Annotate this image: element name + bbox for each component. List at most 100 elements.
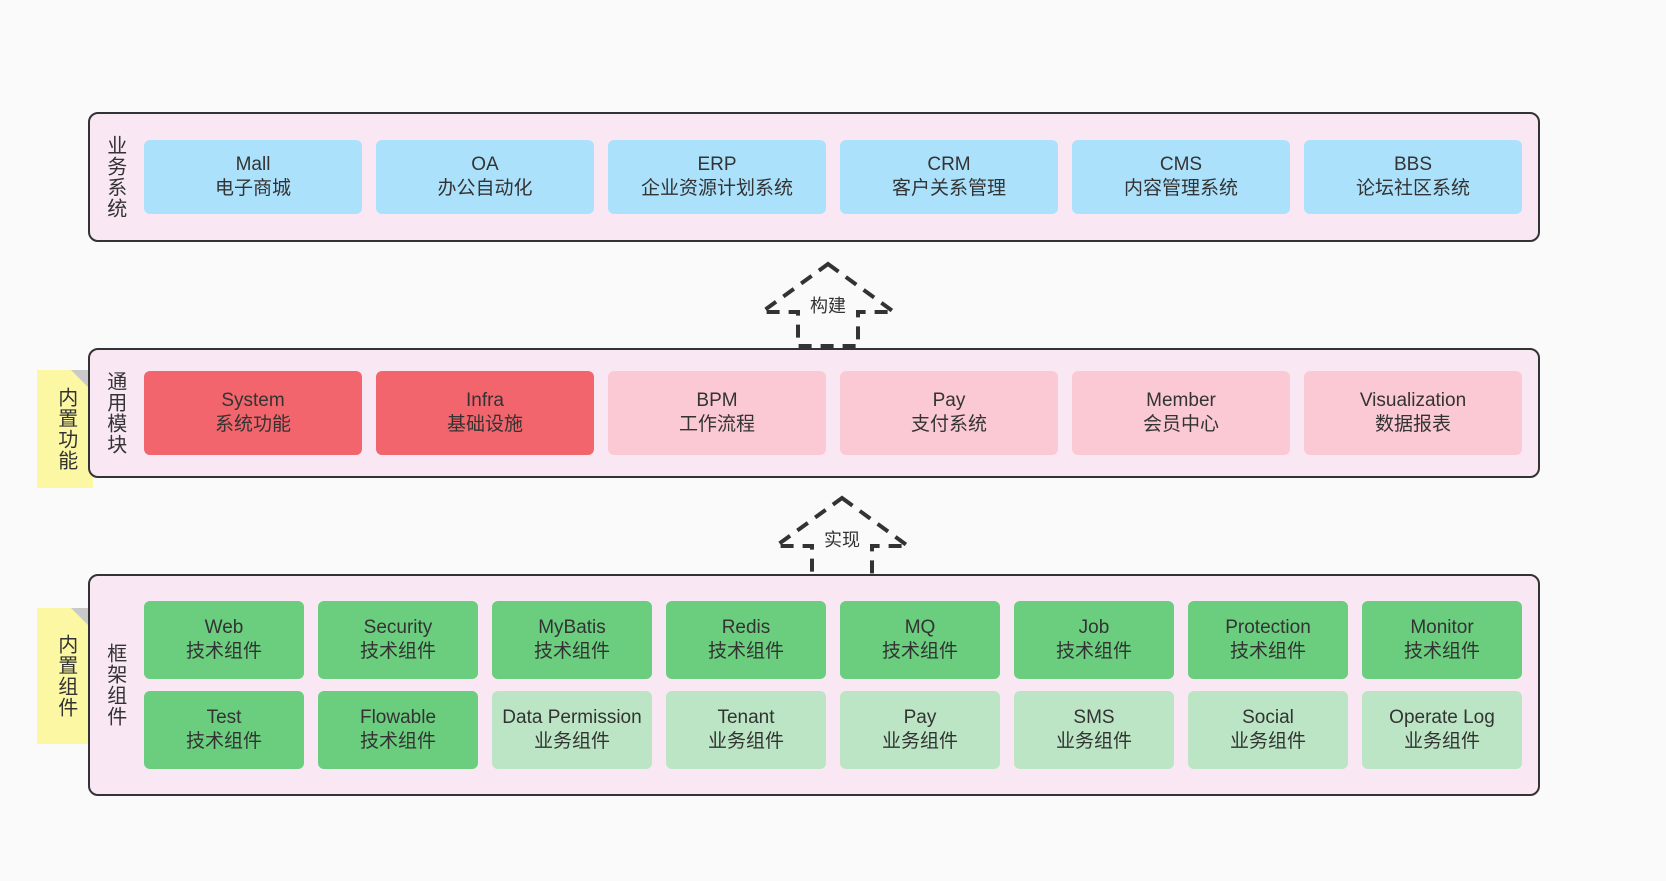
node-operate-log[interactable]: Operate Log 业务组件	[1362, 691, 1522, 769]
node-web-en: Web	[204, 616, 244, 638]
node-pay-module-en: Pay	[932, 389, 966, 411]
node-test-cn: 技术组件	[185, 731, 262, 752]
node-mq-en: MQ	[904, 616, 936, 638]
node-job-en: Job	[1078, 616, 1110, 638]
node-sms-cn: 业务组件	[1055, 731, 1132, 752]
node-flowable-cn: 技术组件	[359, 731, 436, 752]
node-pay-component[interactable]: Pay 业务组件	[840, 691, 1000, 769]
node-mall-en: Mall	[235, 153, 271, 175]
node-oa-en: OA	[471, 153, 499, 175]
node-operate-log-en: Operate Log	[1389, 706, 1495, 728]
node-flowable-en: Flowable	[359, 706, 437, 728]
node-web[interactable]: Web 技术组件	[144, 601, 304, 679]
node-flowable[interactable]: Flowable 技术组件	[318, 691, 478, 769]
note-builtin-components-label: 内置组件	[54, 634, 77, 718]
node-bpm[interactable]: BPM 工作流程	[608, 371, 826, 455]
node-infra[interactable]: Infra 基础设施	[376, 371, 594, 455]
layer-common-modules: 通用模块 System 系统功能 Infra 基础设施 BPM 工作流程 Pay…	[88, 348, 1540, 478]
node-mall-cn: 电子商城	[214, 178, 291, 199]
node-system-en: System	[221, 389, 285, 411]
node-bpm-en: BPM	[696, 389, 738, 411]
layer-framework-body: Web 技术组件 Security 技术组件 MyBatis 技术组件 Redi…	[138, 576, 1538, 794]
node-sms[interactable]: SMS 业务组件	[1014, 691, 1174, 769]
node-tenant-en: Tenant	[717, 706, 775, 728]
node-mq[interactable]: MQ 技术组件	[840, 601, 1000, 679]
note-builtin-features: 内置功能	[37, 370, 93, 488]
node-pay-module-cn: 支付系统	[910, 414, 987, 435]
node-tenant-cn: 业务组件	[707, 731, 784, 752]
arrow-build: 构建	[758, 258, 898, 348]
node-protection[interactable]: Protection 技术组件	[1188, 601, 1348, 679]
node-visualization-en: Visualization	[1359, 389, 1467, 411]
node-cms-cn: 内容管理系统	[1123, 178, 1238, 199]
layer-framework-components: 框架组件 Web 技术组件 Security 技术组件 MyBatis 技术组件…	[88, 574, 1540, 796]
node-crm[interactable]: CRM 客户关系管理	[840, 140, 1058, 214]
node-data-permission[interactable]: Data Permission 业务组件	[492, 691, 652, 769]
arrow-implement-icon	[772, 495, 912, 582]
framework-row-2: Test 技术组件 Flowable 技术组件 Data Permission …	[144, 691, 1522, 769]
node-protection-cn: 技术组件	[1229, 641, 1306, 662]
common-row: System 系统功能 Infra 基础设施 BPM 工作流程 Pay 支付系统…	[144, 371, 1522, 455]
layer-common-body: System 系统功能 Infra 基础设施 BPM 工作流程 Pay 支付系统…	[138, 350, 1538, 476]
node-social-cn: 业务组件	[1229, 731, 1306, 752]
node-mybatis-en: MyBatis	[538, 616, 606, 638]
node-monitor[interactable]: Monitor 技术组件	[1362, 601, 1522, 679]
node-data-permission-en: Data Permission	[502, 706, 642, 728]
node-tenant[interactable]: Tenant 业务组件	[666, 691, 826, 769]
node-member-en: Member	[1146, 389, 1216, 411]
node-sms-en: SMS	[1073, 706, 1115, 728]
node-bbs[interactable]: BBS 论坛社区系统	[1304, 140, 1522, 214]
node-pay-component-cn: 业务组件	[881, 731, 958, 752]
node-operate-log-cn: 业务组件	[1403, 731, 1480, 752]
framework-row-1: Web 技术组件 Security 技术组件 MyBatis 技术组件 Redi…	[144, 601, 1522, 679]
node-mq-cn: 技术组件	[881, 641, 958, 662]
node-pay-module[interactable]: Pay 支付系统	[840, 371, 1058, 455]
node-web-cn: 技术组件	[185, 641, 262, 662]
node-cms[interactable]: CMS 内容管理系统	[1072, 140, 1290, 214]
business-row: Mall 电子商城 OA 办公自动化 ERP 企业资源计划系统 CRM 客户关系…	[144, 140, 1522, 214]
node-test[interactable]: Test 技术组件	[144, 691, 304, 769]
node-bpm-cn: 工作流程	[678, 414, 755, 435]
node-redis[interactable]: Redis 技术组件	[666, 601, 826, 679]
node-mybatis[interactable]: MyBatis 技术组件	[492, 601, 652, 679]
node-infra-cn: 基础设施	[446, 414, 523, 435]
node-crm-cn: 客户关系管理	[891, 178, 1006, 199]
layer-framework-title: 框架组件	[103, 643, 126, 727]
layer-business-body: Mall 电子商城 OA 办公自动化 ERP 企业资源计划系统 CRM 客户关系…	[138, 114, 1538, 240]
node-security-cn: 技术组件	[359, 641, 436, 662]
node-redis-en: Redis	[721, 616, 771, 638]
layer-business-title: 业务系统	[103, 135, 126, 219]
node-mall[interactable]: Mall 电子商城	[144, 140, 362, 214]
node-security-en: Security	[363, 616, 433, 638]
node-member[interactable]: Member 会员中心	[1072, 371, 1290, 455]
node-erp-en: ERP	[697, 153, 737, 175]
node-test-en: Test	[206, 706, 242, 728]
node-infra-en: Infra	[465, 389, 505, 411]
node-job[interactable]: Job 技术组件	[1014, 601, 1174, 679]
node-oa[interactable]: OA 办公自动化	[376, 140, 594, 214]
node-crm-en: CRM	[927, 153, 971, 175]
node-cms-en: CMS	[1159, 153, 1203, 175]
arrow-implement: 实现	[772, 492, 912, 582]
node-monitor-en: Monitor	[1410, 616, 1474, 638]
node-data-permission-cn: 业务组件	[533, 731, 610, 752]
node-visualization[interactable]: Visualization 数据报表	[1304, 371, 1522, 455]
note-builtin-components: 内置组件	[37, 608, 93, 744]
node-system-cn: 系统功能	[214, 414, 291, 435]
node-social-en: Social	[1242, 706, 1294, 728]
node-protection-en: Protection	[1225, 616, 1311, 638]
arrow-build-icon	[758, 261, 898, 348]
node-bbs-en: BBS	[1393, 153, 1433, 175]
node-erp[interactable]: ERP 企业资源计划系统	[608, 140, 826, 214]
node-pay-component-en: Pay	[903, 706, 937, 728]
node-erp-cn: 企业资源计划系统	[640, 178, 793, 199]
node-monitor-cn: 技术组件	[1403, 641, 1480, 662]
node-social[interactable]: Social 业务组件	[1188, 691, 1348, 769]
node-bbs-cn: 论坛社区系统	[1355, 178, 1470, 199]
node-system[interactable]: System 系统功能	[144, 371, 362, 455]
note-builtin-features-label: 内置功能	[54, 387, 77, 471]
node-member-cn: 会员中心	[1142, 414, 1219, 435]
node-security[interactable]: Security 技术组件	[318, 601, 478, 679]
layer-common-title: 通用模块	[103, 371, 126, 455]
